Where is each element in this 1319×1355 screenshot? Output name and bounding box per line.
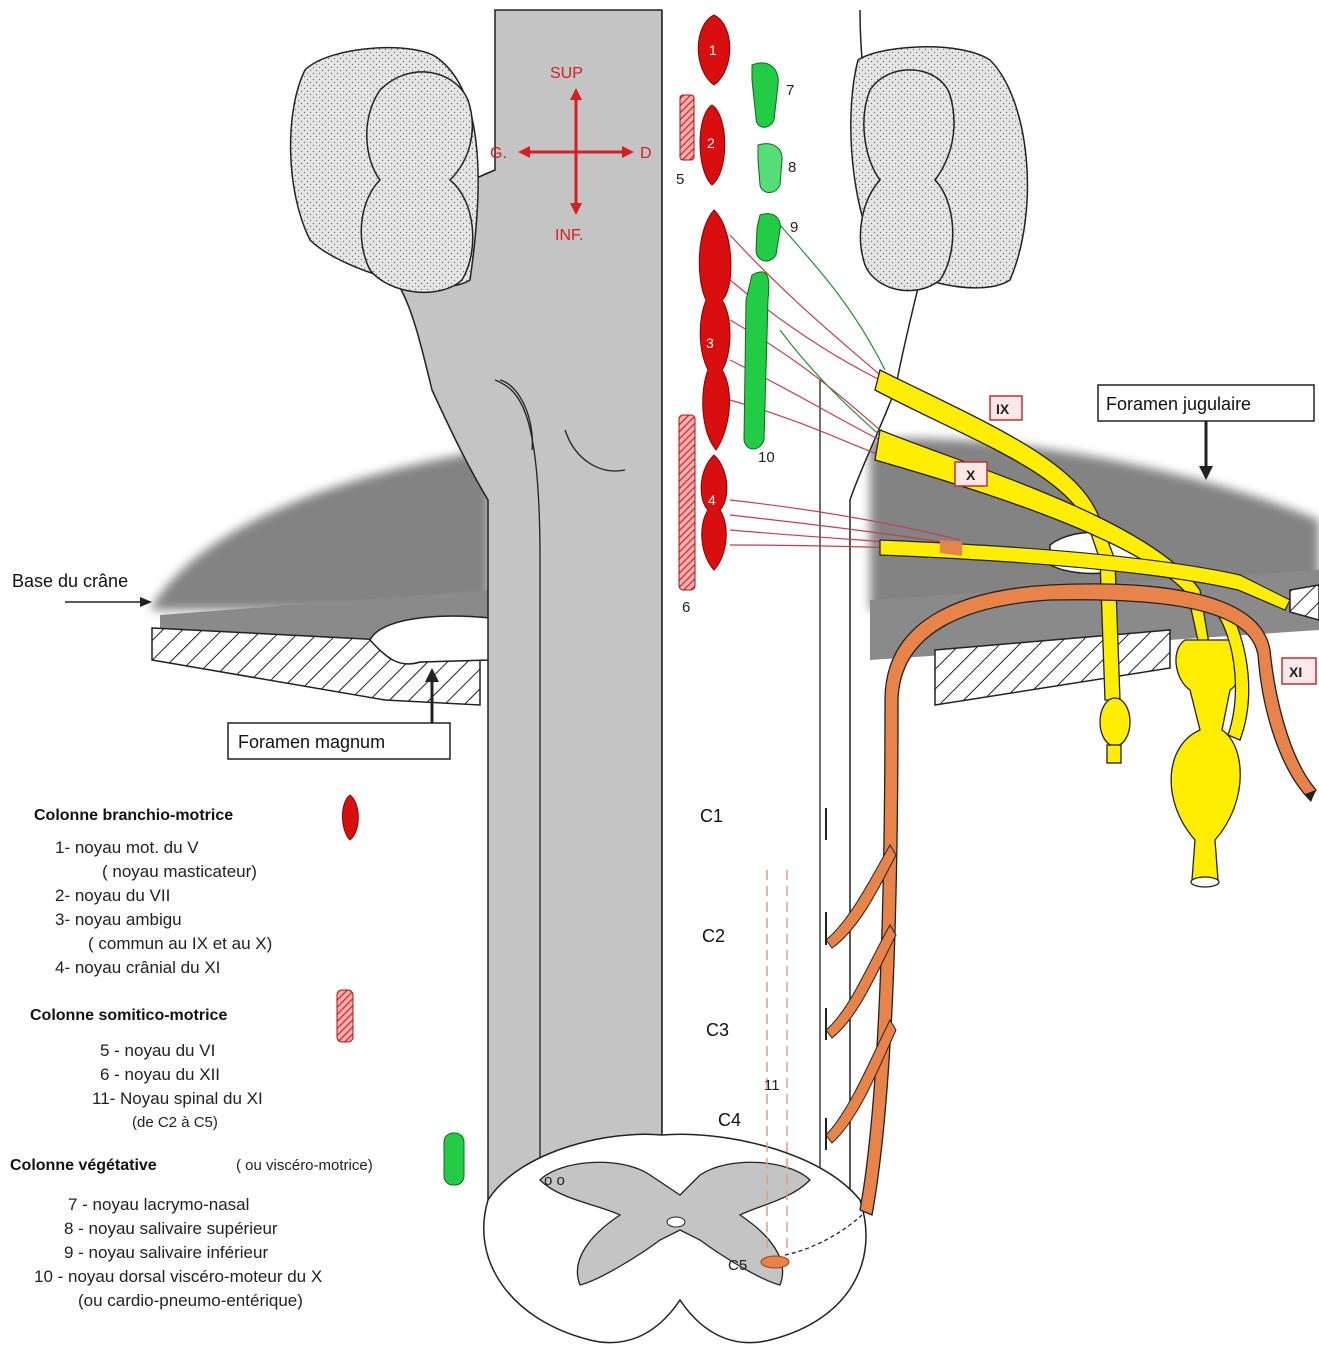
legend-branchio-item-2: ( noyau masticateur) [102,862,257,881]
nerve-x-label: X [966,467,976,483]
nucleus-1-label: 1 [709,42,717,58]
nucleus-9-label: 9 [790,219,798,236]
legend-somitico-title: Colonne somitico-motrice [30,1007,227,1024]
base-du-crane-callout: Base du crâne [12,571,152,607]
nucleus-11-label: 11 [764,1077,780,1094]
legend-somitico-item-3: 11- Noyau spinal du XI [92,1089,263,1108]
level-c4-label: C4 [718,1110,741,1130]
orientation-right-label: D [640,145,652,162]
orientation-inf-label: INF. [555,227,583,244]
nucleus-7-label: 7 [786,82,794,99]
orientation-left-label: G. [490,145,507,162]
legend-somitico-item-4: (de C2 à C5) [132,1114,218,1131]
legend-vegetative-item-3: 9 - noyau salivaire inférieur [64,1243,268,1262]
legend: Colonne branchio-motrice 1- noyau mot. d… [10,795,464,1310]
nucleus-8-label: 8 [788,159,796,176]
cord-marker-label: o o [544,1172,565,1189]
legend-branchio-item-6: 4- noyau crânial du XI [55,958,220,977]
legend-branchio-item-1: 1- noyau mot. du V [55,838,199,857]
legend-somitico-swatch [337,990,353,1042]
legend-vegetative-item-2: 8 - noyau salivaire supérieur [64,1219,278,1238]
nucleus-2-label: 2 [707,135,715,151]
level-c3-label: C3 [706,1020,729,1040]
nucleus-5-label: 5 [676,171,684,188]
legend-vegetative-title: Colonne végétative [10,1157,157,1174]
legend-branchio-item-3: 2- noyau du VII [55,886,170,905]
nerve-xi-label: XI [1289,664,1302,680]
legend-vegetative-item-1: 7 - noyau lacrymo-nasal [68,1195,249,1214]
level-c5-label: C5 [728,1257,747,1274]
nucleus-3-label: 3 [706,335,714,351]
level-c1-label: C1 [700,806,723,826]
spinal-cord-section [484,1134,866,1342]
nucleus-10-label: 10 [758,449,775,466]
foramen-magnum-label: Foramen magnum [238,732,385,752]
base-du-crane-label: Base du crâne [12,571,128,591]
legend-branchio-title: Colonne branchio-motrice [34,807,233,824]
foramen-jugulaire-label: Foramen jugulaire [1106,394,1251,414]
legend-vegetative-subtitle: ( ou viscéro-motrice) [236,1157,373,1174]
legend-vegetative-item-5: (ou cardio-pneumo-entérique) [78,1291,303,1310]
nerve-ix-label: IX [996,401,1010,417]
legend-branchio-item-4: 3- noyau ambigu [55,910,182,929]
legend-somitico-item-1: 5 - noyau du VI [100,1041,215,1060]
legend-vegetative-swatch [444,1133,464,1185]
level-c2-label: C2 [702,926,725,946]
nucleus-6-label: 6 [682,599,690,616]
legend-branchio-item-5: ( commun au IX et au X) [88,934,272,953]
legend-somitico-item-2: 6 - noyau du XII [100,1065,220,1084]
nucleus-4-label: 4 [708,492,716,508]
legend-vegetative-item-4: 10 - noyau dorsal viscéro-moteur du X [34,1267,322,1286]
orientation-sup-label: SUP [550,65,583,82]
legend-branchio-swatch [343,795,359,840]
